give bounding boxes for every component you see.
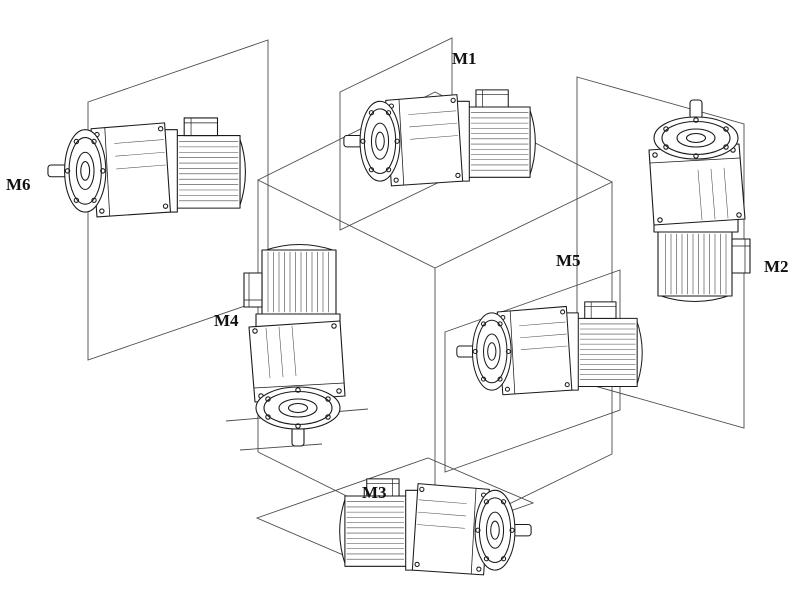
gearmotor-m5 bbox=[456, 301, 643, 396]
mounting-plane-m2 bbox=[576, 76, 745, 429]
gearmotor-m6 bbox=[47, 117, 246, 218]
label-m4: M4 bbox=[214, 311, 239, 330]
label-m6: M6 bbox=[6, 175, 31, 194]
label-m5: M5 bbox=[556, 251, 581, 270]
label-m3: M3 bbox=[362, 483, 387, 502]
mounting-plane-m5 bbox=[444, 269, 621, 473]
label-m1: M1 bbox=[452, 49, 477, 68]
label-m2: M2 bbox=[764, 257, 789, 276]
gearmotor-m2 bbox=[648, 99, 751, 303]
gearmotor-m4 bbox=[243, 243, 346, 447]
gearmotor-m1 bbox=[343, 89, 536, 187]
mounting-plane-m3 bbox=[255, 457, 535, 564]
